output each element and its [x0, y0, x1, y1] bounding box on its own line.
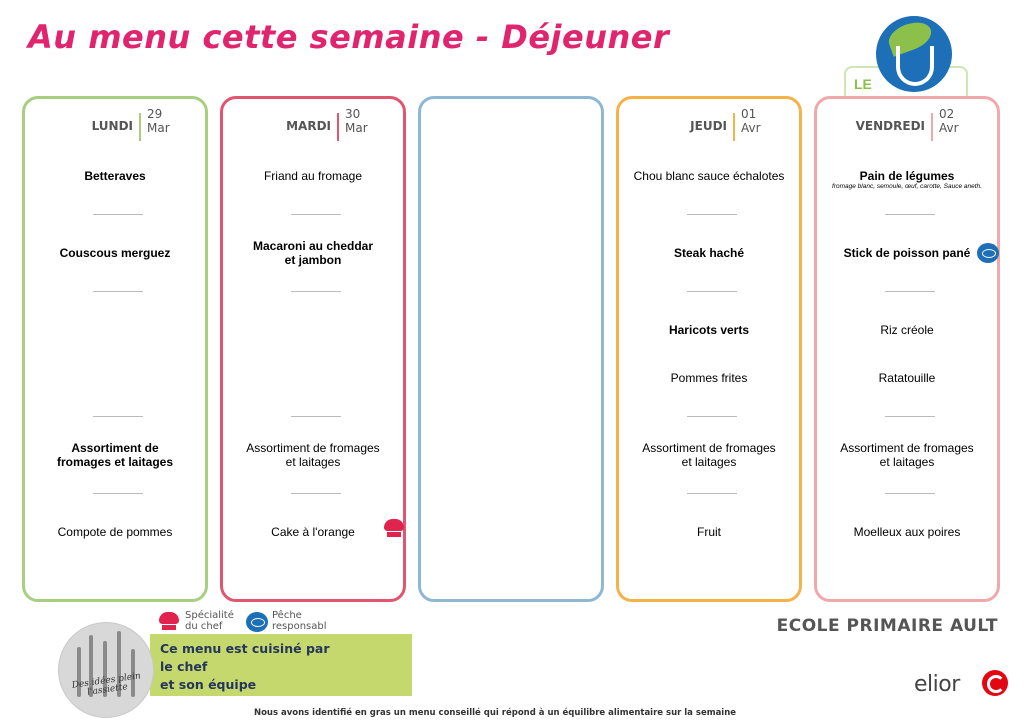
header-divider — [733, 113, 735, 141]
knife-icon — [89, 635, 93, 697]
menu-item-side: Riz créole — [880, 323, 934, 337]
menu-item-dessert: Cake à l'orange — [271, 525, 355, 539]
chef-ideas-badge: Des idées plein l'assiette — [58, 622, 154, 718]
day-number: 02 — [939, 107, 955, 121]
hand-icon — [896, 46, 934, 86]
divider — [687, 291, 737, 292]
day-card-wednesday — [418, 96, 604, 602]
chef-hat-icon — [158, 612, 180, 632]
divider — [291, 214, 341, 215]
le-logo: LE — [840, 10, 970, 102]
menu-item-starter: Betteraves — [84, 169, 146, 183]
day-number: 29 — [147, 107, 163, 121]
logo-text: LE — [854, 76, 872, 92]
day-number: 01 — [741, 107, 757, 121]
divider — [93, 291, 143, 292]
day-month: Avr — [741, 121, 761, 135]
menu-item-cheese: Assortiment de fromages et laitages — [56, 441, 174, 469]
chef-hat-icon — [383, 519, 405, 539]
menu-item-main: Steak haché — [673, 246, 745, 260]
day-month: Mar — [345, 121, 368, 135]
menu-item-cheese: Assortiment de fromages et laitages — [246, 441, 380, 469]
divider — [885, 291, 935, 292]
day-number: 30 — [345, 107, 361, 121]
day-name: JEUDI — [690, 119, 727, 133]
logo-circle — [876, 16, 952, 92]
divider — [885, 493, 935, 494]
page-title: Au menu cette semaine - Déjeuner — [28, 18, 670, 56]
menu-item-side: Ratatouille — [878, 371, 936, 385]
menu-item-cheese: Assortiment de fromages et laitages — [642, 441, 776, 469]
promo-line-1: Ce menu est cuisiné par — [160, 641, 330, 656]
menu-item-main: Couscous merguez — [59, 246, 171, 260]
menu-item-starter: Chou blanc sauce échalotes — [633, 169, 785, 183]
header-divider — [337, 113, 339, 141]
legend-chef-label: Spécialité du chef — [185, 610, 234, 632]
ladle-icon — [131, 649, 135, 697]
divider — [687, 493, 737, 494]
header-divider — [931, 113, 933, 141]
day-month: Avr — [939, 121, 959, 135]
divider — [291, 493, 341, 494]
divider — [885, 214, 935, 215]
divider — [291, 291, 341, 292]
menu-item-main: Stick de poisson pané — [843, 246, 971, 260]
footer-note: Nous avons identifié en gras un menu con… — [253, 708, 737, 718]
responsible-fishing-icon — [977, 243, 999, 263]
menu-item-starter: Friand au fromage — [263, 169, 363, 183]
divider — [687, 416, 737, 417]
promo-text: Ce menu est cuisiné par le chef et son é… — [160, 640, 330, 694]
divider — [93, 416, 143, 417]
menu-item-dessert: Fruit — [697, 525, 721, 539]
day-name: LUNDI — [91, 119, 133, 133]
day-name: MARDI — [286, 119, 331, 133]
divider — [93, 493, 143, 494]
divider — [291, 416, 341, 417]
elior-mark-icon — [982, 670, 1008, 696]
menu-item-side: Haricots verts — [668, 323, 750, 337]
divider — [93, 214, 143, 215]
menu-item-cheese: Assortiment de fromages et laitages — [840, 441, 974, 469]
menu-item-starter: Pain de légumes — [859, 169, 955, 183]
day-month: Mar — [147, 121, 170, 135]
divider — [687, 214, 737, 215]
menu-item-dessert: Compote de pommes — [57, 525, 173, 539]
whisk-icon — [117, 631, 121, 697]
spoon-icon — [103, 641, 107, 697]
menu-item-side: Pommes frites — [670, 371, 748, 385]
menu-item-main: Macaroni au cheddar et jambon — [252, 239, 374, 267]
brand-name: elior — [914, 672, 960, 697]
day-name: VENDREDI — [855, 119, 925, 133]
menu-item-dessert: Moelleux aux poires — [853, 525, 961, 539]
responsible-fishing-icon — [246, 612, 268, 632]
promo-line-3: et son équipe — [160, 677, 257, 692]
promo-banner: Ce menu est cuisiné par le chef et son é… — [150, 634, 412, 696]
promo-line-2: le chef — [160, 659, 208, 674]
header-divider — [139, 113, 141, 141]
fork-icon — [77, 647, 81, 697]
menu-item-ingredients: fromage blanc, semoule, œuf, carotte, Sa… — [832, 183, 982, 190]
school-name: ECOLE PRIMAIRE AULT — [776, 616, 998, 636]
divider — [885, 416, 935, 417]
legend-fish-label: Pêche responsabl — [272, 610, 327, 632]
